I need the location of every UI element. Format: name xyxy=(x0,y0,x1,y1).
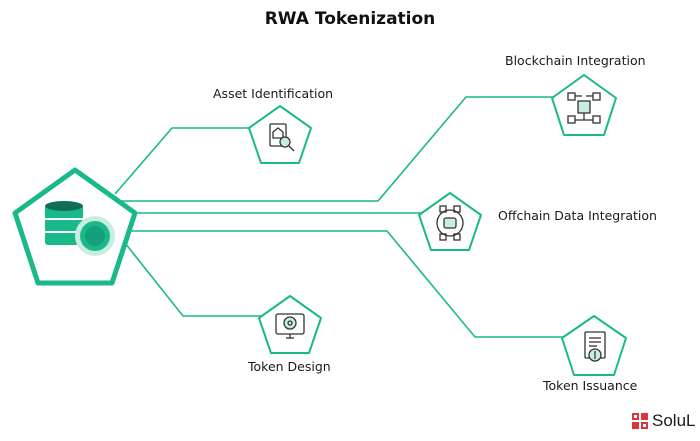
blockchain-network-icon xyxy=(567,92,601,124)
node-blockchain-integration xyxy=(551,74,617,136)
node-token-design xyxy=(258,295,322,354)
brand-logo: SoluL xyxy=(632,410,695,432)
label-token-design: Token Design xyxy=(248,359,331,374)
label-offchain-data-integration: Offchain Data Integration xyxy=(498,208,657,223)
brand-mark-icon xyxy=(632,413,648,429)
connector-asset-identification xyxy=(114,127,250,195)
connector-token-issuance xyxy=(126,230,565,338)
label-asset-identification: Asset Identification xyxy=(213,86,334,101)
document-search-icon xyxy=(269,123,295,152)
connectors xyxy=(114,96,565,338)
issuance-document-icon xyxy=(584,331,606,362)
connector-token-design xyxy=(124,242,263,317)
label-token-issuance: Token Issuance xyxy=(543,378,638,393)
hub-node xyxy=(12,167,138,286)
data-exchange-icon xyxy=(436,205,464,241)
node-token-issuance xyxy=(561,315,627,376)
connector-blockchain-integration xyxy=(120,96,556,202)
diagram-title: RWA Tokenization xyxy=(264,9,436,29)
database-coin-icon xyxy=(45,201,115,256)
brand-text: SoluL xyxy=(652,411,696,430)
node-offchain-data-integration xyxy=(418,192,482,251)
design-monitor-icon xyxy=(275,313,305,339)
node-asset-identification xyxy=(248,105,312,164)
label-blockchain-integration: Blockchain Integration xyxy=(505,53,646,68)
